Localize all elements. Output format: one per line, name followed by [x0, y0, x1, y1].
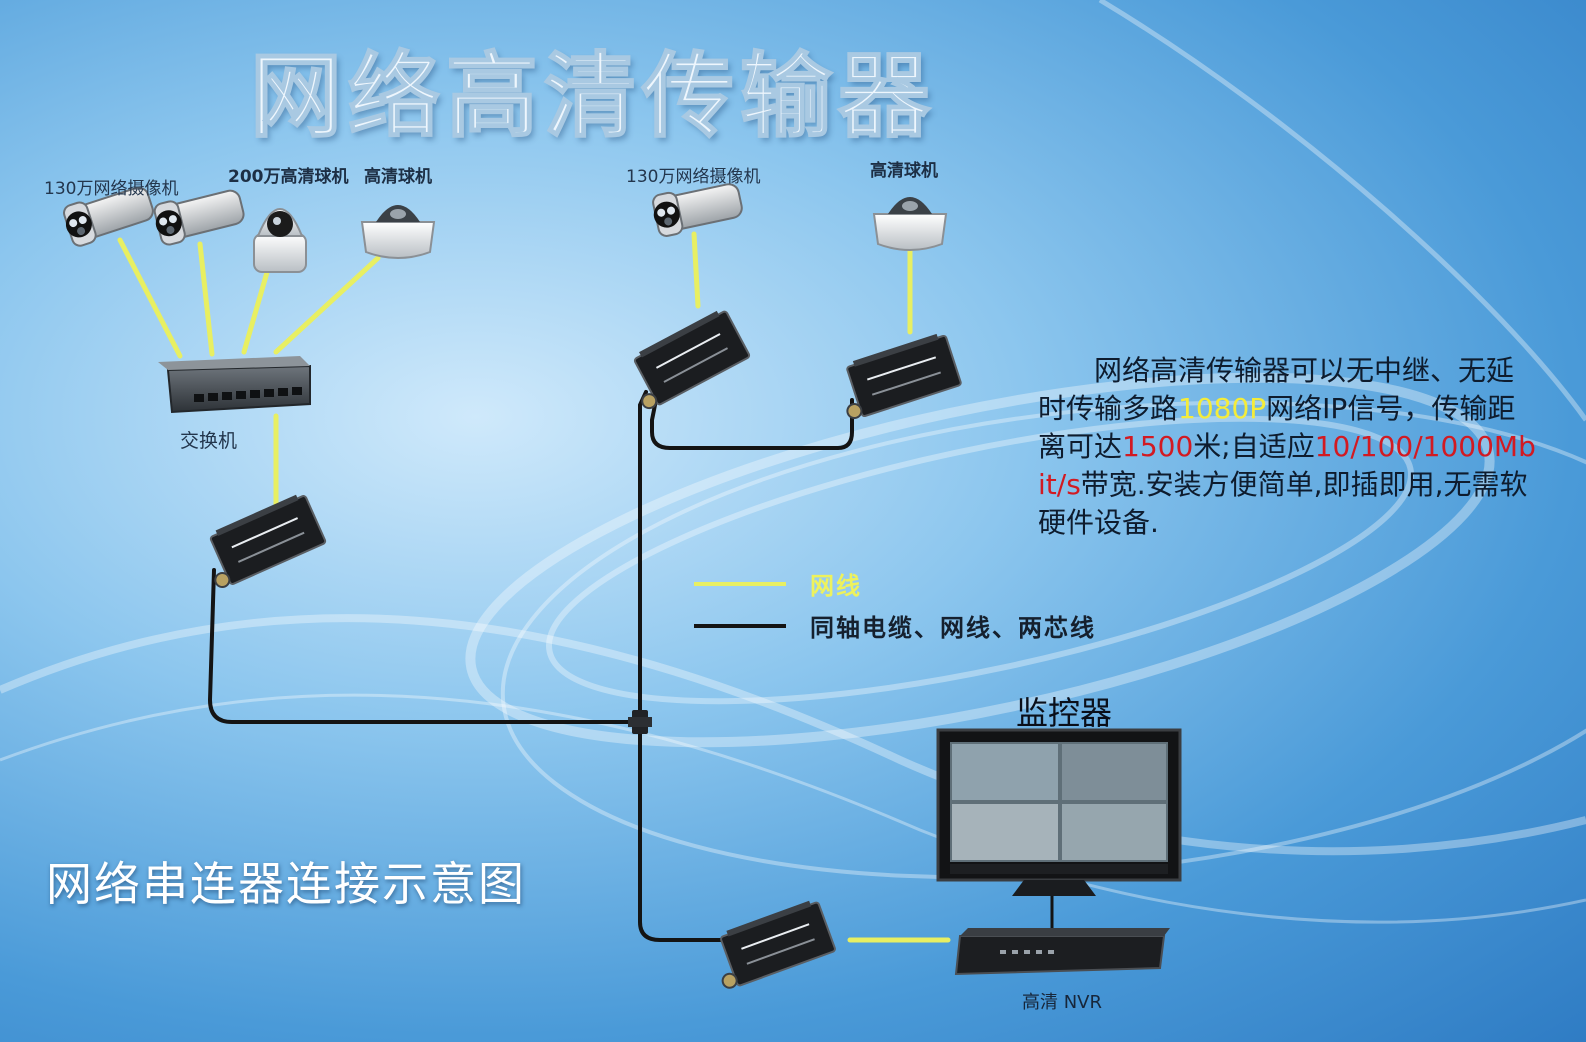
desc-part: 米;自适应 [1193, 430, 1315, 463]
monitor-icon [936, 728, 1182, 896]
camera-label-200w-ptz: 200万高清球机 [228, 167, 349, 187]
coax-cable [638, 390, 724, 942]
nvr-label: 高清 NVR [1022, 992, 1103, 1013]
description-text: 网络高清传输器可以无中继、无延时传输多路1080P网络IP信号，传输距离可达15… [1038, 352, 1538, 542]
camera-label-130w-right: 130万网络摄像机 [626, 167, 761, 187]
legend-swatch-black [694, 623, 786, 628]
legend-item-coax-cable: 同轴电缆、网线、两芯线 [694, 608, 1096, 643]
camera-label-dome-left: 高清球机 [364, 167, 432, 187]
ptz-camera-icon [253, 208, 307, 273]
coax-cable [207, 568, 642, 724]
legend-label: 同轴电缆、网线、两芯线 [810, 614, 1096, 642]
desc-part: 带宽.安装方便简单,即插即用,无需软硬件设备. [1038, 468, 1528, 539]
camera-label-130w: 130万网络摄像机 [44, 179, 179, 199]
diagram-caption: 网络串连器连接示意图 [46, 857, 526, 911]
dome-camera-icon [360, 205, 436, 259]
page-title: 网络高清传输器 [249, 42, 937, 151]
network-cable [273, 255, 381, 355]
bullet-camera-icon [153, 189, 245, 246]
network-connector-icon [633, 310, 751, 410]
network-connector-icon [846, 333, 962, 420]
network-cable [241, 259, 273, 355]
network-cable [691, 231, 701, 309]
monitor-label: 监控器 [1016, 694, 1113, 732]
coax-cable [650, 398, 854, 450]
dome-camera-icon [872, 197, 948, 251]
desc-highlight-speed: 10/100/1000Mbit/s [1038, 430, 1536, 501]
bullet-camera-icon [63, 186, 154, 247]
switch-icon [158, 356, 311, 414]
network-cable [197, 241, 215, 357]
network-cable [117, 237, 183, 359]
legend-item-network-cable: 网线 [694, 566, 862, 601]
network-connector-icon [720, 900, 836, 989]
desc-highlight-resolution: 1080P [1178, 392, 1267, 425]
legend-swatch-yellow [694, 581, 786, 586]
network-connector-icon [209, 494, 327, 589]
t-splitter-icon [628, 710, 652, 734]
desc-highlight-distance: 1500 [1122, 430, 1194, 463]
bullet-camera-icon [652, 183, 743, 237]
nvr-icon [954, 928, 1170, 976]
desc-part: 网络高清传输器可以无中继、无延时传输多路 [1038, 354, 1515, 425]
switch-label: 交换机 [180, 430, 238, 452]
desc-part: 网络IP信号，传输距离可达 [1038, 392, 1516, 463]
legend-label: 网线 [810, 572, 862, 600]
camera-label-dome-right: 高清球机 [870, 161, 938, 181]
